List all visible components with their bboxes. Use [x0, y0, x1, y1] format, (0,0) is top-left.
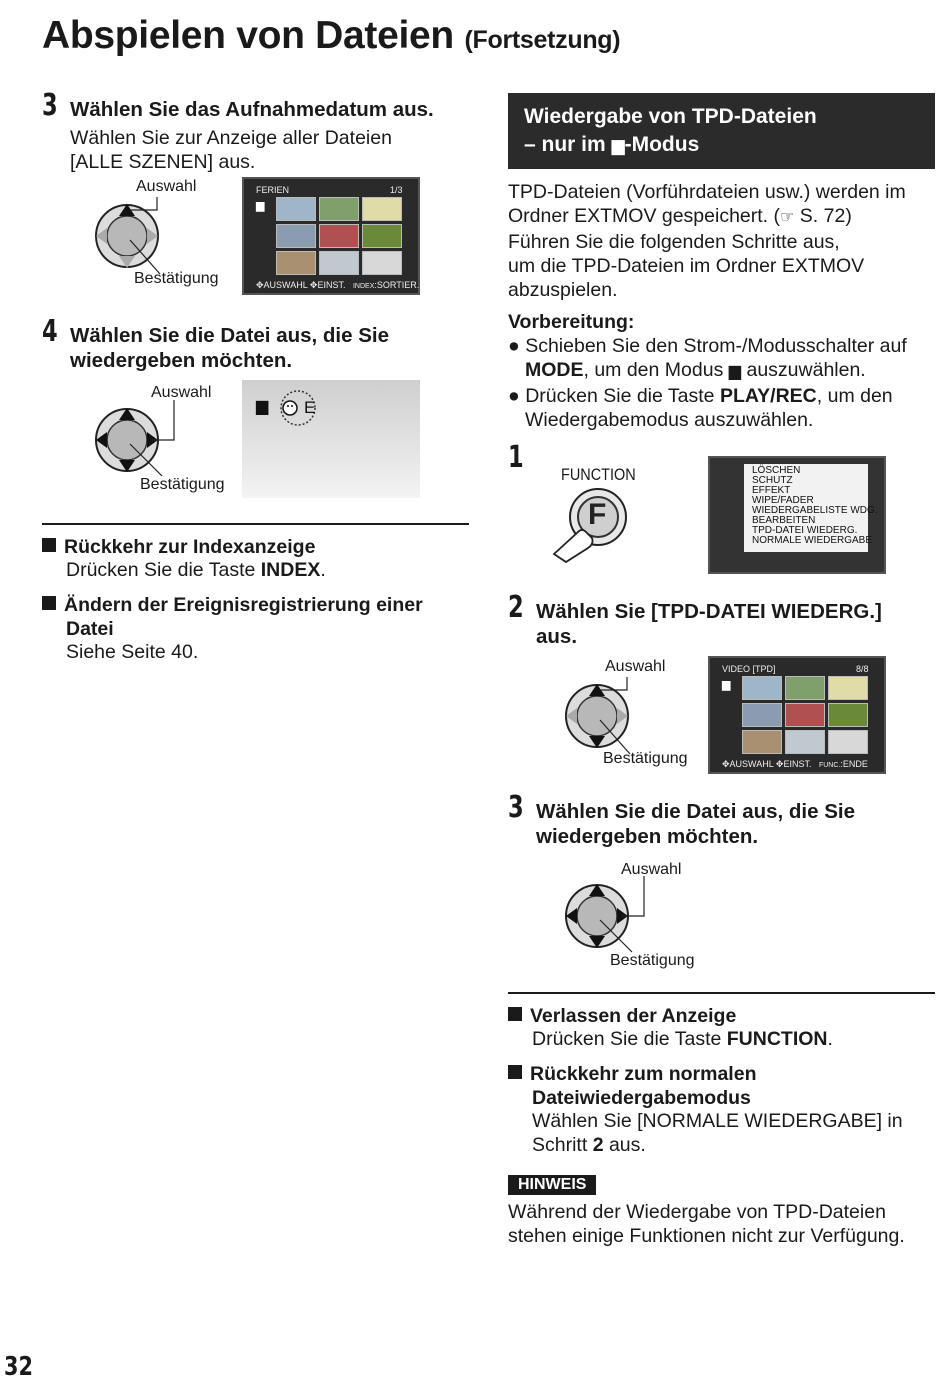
- joystick-icon: [95, 400, 175, 477]
- thumbnail: [362, 224, 402, 248]
- square-bullet-icon: [508, 1065, 522, 1079]
- thumbnail: [828, 676, 868, 700]
- face-icon: [280, 390, 316, 426]
- section-title: Rückkehr zum normalen Dateiwiedergabemod…: [508, 1062, 756, 1110]
- screen-footer: ✥AUSWAHL ✥EINST. INDEX:SORTIER.: [256, 280, 420, 290]
- screen-footer: ✥AUSWAHL ✥EINST. FUNC.:ENDE: [722, 759, 868, 769]
- section-title: Ändern der Ereignisregistrierung einer D…: [42, 593, 423, 641]
- reference-icon: ☞: [780, 209, 795, 226]
- thumbnail: [785, 703, 825, 727]
- function-menu-screen: LÖSCHEN SCHUTZ EFFEKT WIPE/FADER WIEDERG…: [708, 456, 886, 574]
- thumbnail: [742, 703, 782, 727]
- label-confirm: Bestätigung: [610, 952, 695, 969]
- step-number: 1: [508, 440, 524, 475]
- thumbnail: [276, 224, 316, 248]
- note-text: Während der Wiedergabe von TPD-Dateien s…: [508, 1201, 905, 1247]
- menu-list: LÖSCHEN SCHUTZ EFFEKT WIPE/FADER WIEDERG…: [744, 464, 878, 552]
- step-title: Wählen Sie [TPD-DATEI WIEDERG.] aus.: [536, 600, 882, 648]
- function-button-icon: [552, 488, 627, 564]
- step-number: 4: [42, 314, 58, 349]
- menu-item: WIEDERGABELISTE WDG.: [752, 505, 878, 516]
- button-letter: F: [588, 498, 607, 531]
- page-subtitle: (Fortsetzung): [464, 26, 621, 54]
- divider: [508, 992, 935, 994]
- bullet-icon: ●: [508, 385, 520, 407]
- tpd-heading-box: Wiedergabe von TPD-Dateien – nur im ▆-Mo…: [508, 93, 935, 169]
- thumbnail-grid: [740, 674, 870, 756]
- square-bullet-icon: [42, 538, 56, 552]
- screen-page: 1/3: [390, 185, 403, 195]
- screen-page: 8/8: [856, 664, 869, 674]
- thumbnail: [828, 703, 868, 727]
- screen-letter: E: [304, 398, 316, 417]
- index-screen: FERIEN 1/3 ▆ ✥AUSWAHL ✥EINST. INDEX:SORT…: [242, 177, 420, 295]
- label-select: Auswahl: [621, 861, 682, 878]
- video-mode-icon: ▆: [256, 200, 265, 212]
- menu-item: NORMALE WIEDERGABE: [752, 535, 873, 546]
- label-select: Auswahl: [605, 658, 666, 675]
- playback-screen: ▆ E: [242, 380, 420, 498]
- thumbnail: [319, 197, 359, 221]
- screen-title: VIDEO [TPD]: [722, 664, 776, 674]
- thumbnail: [828, 730, 868, 754]
- thumbnail: [742, 730, 782, 754]
- step-number: 3: [42, 88, 58, 123]
- menu-item: WIPE/FADER: [752, 495, 814, 506]
- label-confirm: Bestätigung: [134, 270, 219, 287]
- label-select: Auswahl: [136, 178, 197, 195]
- prep-list: ● Schieben Sie den Strom-/Modusschalter …: [508, 335, 907, 431]
- step-body: Wählen Sie zur Anzeige aller Dateien [AL…: [70, 127, 392, 173]
- menu-item: EFFEKT: [752, 485, 791, 496]
- video-mode-icon: ▆: [728, 363, 742, 380]
- menu-item: TPD-DATEI WIEDERG.: [752, 525, 858, 536]
- step-title: Wählen Sie die Datei aus, die Sie wieder…: [536, 800, 855, 848]
- thumbnail: [276, 197, 316, 221]
- step-title: Wählen Sie die Datei aus, die Sie wieder…: [70, 324, 389, 372]
- thumbnail: [785, 730, 825, 754]
- note-badge: HINWEIS: [508, 1175, 597, 1195]
- section-body: Siehe Seite 40.: [66, 641, 199, 663]
- section-title: Verlassen der Anzeige: [508, 1004, 736, 1028]
- divider: [42, 523, 469, 525]
- step-number: 3: [508, 790, 524, 825]
- video-mode-icon: ▆: [256, 398, 269, 415]
- video-mode-icon: ▆: [722, 679, 731, 691]
- tpd-index-screen: VIDEO [TPD] 8/8 ▆ ✥AUSWAHL ✥EINST. FUNC.…: [708, 656, 886, 774]
- thumbnail-grid: [274, 195, 404, 277]
- thumbnail: [319, 224, 359, 248]
- section-body: Drücken Sie die Taste FUNCTION.: [532, 1028, 833, 1050]
- label-confirm: Bestätigung: [603, 750, 688, 767]
- prep-title: Vorbereitung:: [508, 311, 635, 333]
- bullet-icon: ●: [508, 335, 520, 357]
- menu-item: SCHUTZ: [752, 475, 793, 486]
- thumbnail: [362, 251, 402, 275]
- intro-text: TPD-Dateien (Vorführdateien usw.) werden…: [508, 181, 906, 301]
- function-label: FUNCTION: [561, 465, 636, 484]
- label-select: Auswahl: [151, 384, 212, 401]
- thumbnail: [276, 251, 316, 275]
- thumbnail: [319, 251, 359, 275]
- thumbnail: [742, 676, 782, 700]
- section-title: Rückkehr zur Indexanzeige: [42, 535, 315, 559]
- square-bullet-icon: [42, 596, 56, 610]
- page-title: Abspielen von Dateien (Fortsetzung): [42, 14, 621, 57]
- video-mode-icon: ▆: [611, 136, 625, 155]
- menu-item: LÖSCHEN: [752, 465, 801, 476]
- step-title: Wählen Sie das Aufnahmedatum aus.: [70, 98, 434, 121]
- joystick-icon: [565, 677, 631, 755]
- joystick-icon: [565, 876, 645, 953]
- label-confirm: Bestätigung: [140, 476, 225, 493]
- section-body: Drücken Sie die Taste INDEX.: [66, 559, 326, 581]
- step-number: 2: [508, 590, 524, 625]
- joystick-icon: [95, 197, 161, 275]
- thumbnail: [362, 197, 402, 221]
- square-bullet-icon: [508, 1007, 522, 1021]
- section-body: Wählen Sie [NORMALE WIEDERGABE] in Schri…: [532, 1110, 903, 1156]
- screen-title: FERIEN: [256, 185, 290, 195]
- page-number: 32: [4, 1352, 33, 1382]
- thumbnail: [785, 676, 825, 700]
- menu-item: BEARBEITEN: [752, 515, 816, 526]
